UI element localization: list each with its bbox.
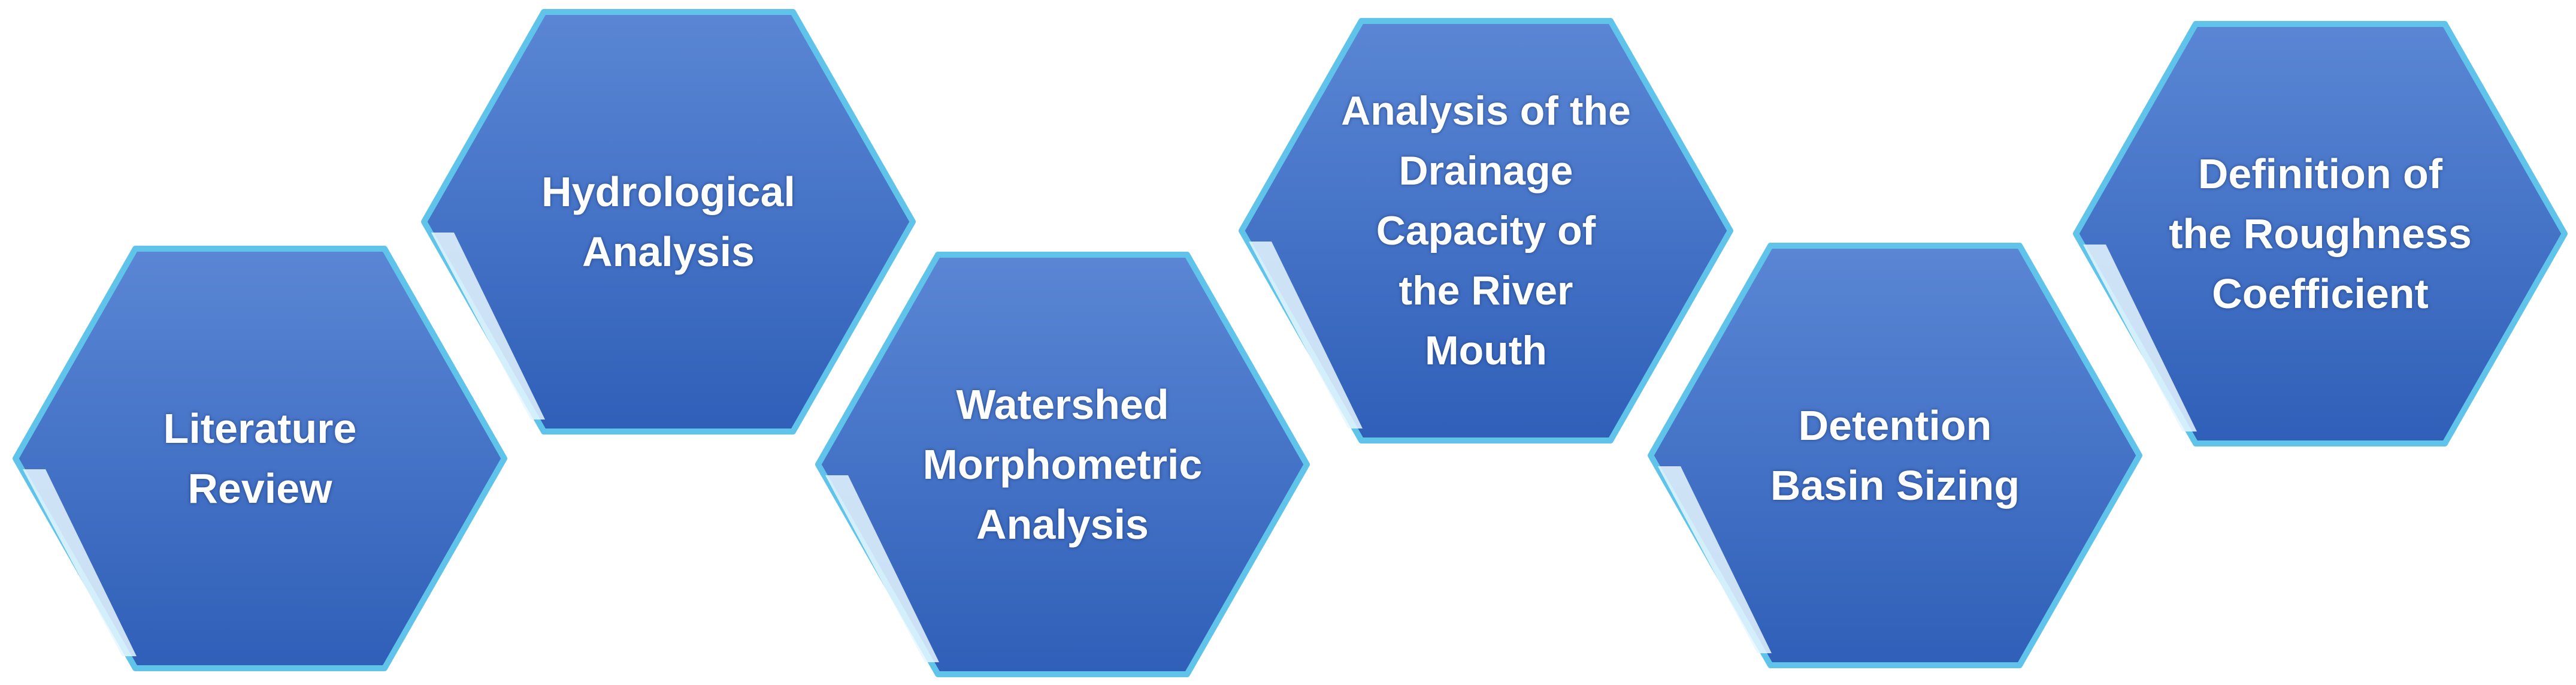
hexagon-watershed-morphometric-analysis: Watershed Morphometric Analysis [813,249,1312,680]
hexagon-detention-basin-sizing: Detention Basin Sizing [1646,240,2144,671]
step-label: Literature Review [163,405,357,512]
hexagon-shape [421,9,916,434]
step-label: Definition of the Roughness Coefficient [2169,150,2472,317]
hexagon-shape [13,246,507,671]
hexagon-literature-review: Literature Review [11,243,509,674]
hexagon-hydrological-analysis: Hydrological Analysis [419,6,918,437]
hexagon-roughness-coefficient: Definition of the Roughness Coefficient [2071,18,2569,449]
step-label: Watershed Morphometric Analysis [922,381,1203,548]
hexagon-shape [2073,21,2568,446]
hexagon-shape [815,252,1310,677]
step-label: Analysis of the Drainage Capacity of the… [1341,88,1631,373]
hexagon-drainage-capacity-analysis: Analysis of the Drainage Capacity of the… [1237,15,1735,446]
hexagon-shape [1239,18,1733,443]
step-label: Hydrological Analysis [541,168,795,275]
step-label: Detention Basin Sizing [1770,402,2020,509]
hexagon-shape [1648,243,2142,668]
